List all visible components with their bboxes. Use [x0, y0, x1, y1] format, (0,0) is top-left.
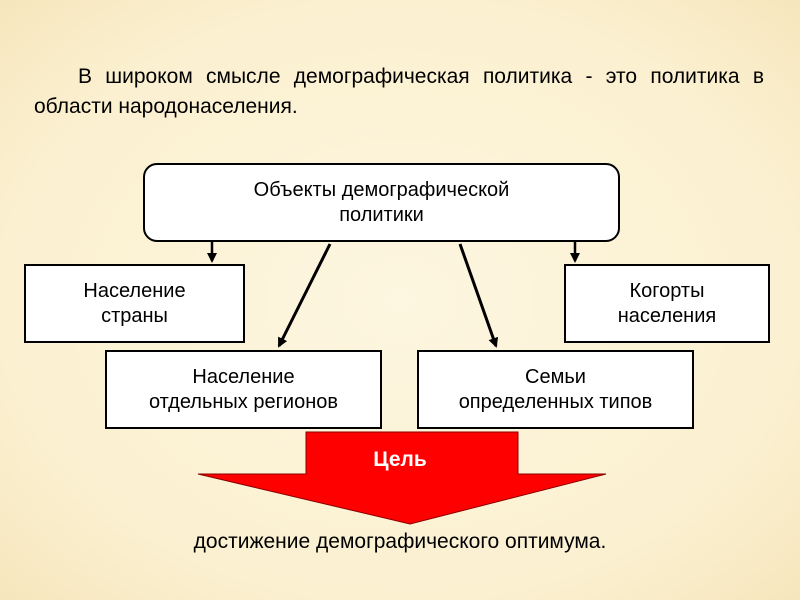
root-line-2: политики	[339, 203, 424, 226]
box-line-2: отдельных регионов	[148, 390, 338, 413]
goal-arrow	[197, 431, 607, 525]
box-line-1: Семьи	[525, 365, 586, 388]
population-cohorts-box: Когорты населения	[564, 264, 770, 343]
family-types-box: Семьи определенных типов	[417, 350, 694, 429]
intro-paragraph: В широком смысле демографическая политик…	[34, 65, 764, 118]
box-line-2: страны	[101, 304, 168, 327]
box-line-2: населения	[617, 304, 717, 327]
box-line-1: Когорты	[629, 279, 705, 302]
arrow-to-families	[458, 243, 499, 348]
arrow-to-regions	[277, 243, 332, 348]
box-line-1: Население	[192, 365, 295, 388]
country-population-box: Население страны	[24, 264, 245, 343]
policy-objects-box: Объекты демографической политики	[143, 163, 620, 242]
regional-population-box: Население отдельных регионов	[105, 350, 382, 429]
outcome-text: достижение демографического оптимума.	[193, 530, 607, 553]
root-line-1: Объекты демографической	[253, 178, 510, 201]
box-line-2: определенных типов	[458, 390, 653, 413]
box-line-1: Население	[83, 279, 186, 302]
goal-label: Цель	[373, 448, 427, 471]
